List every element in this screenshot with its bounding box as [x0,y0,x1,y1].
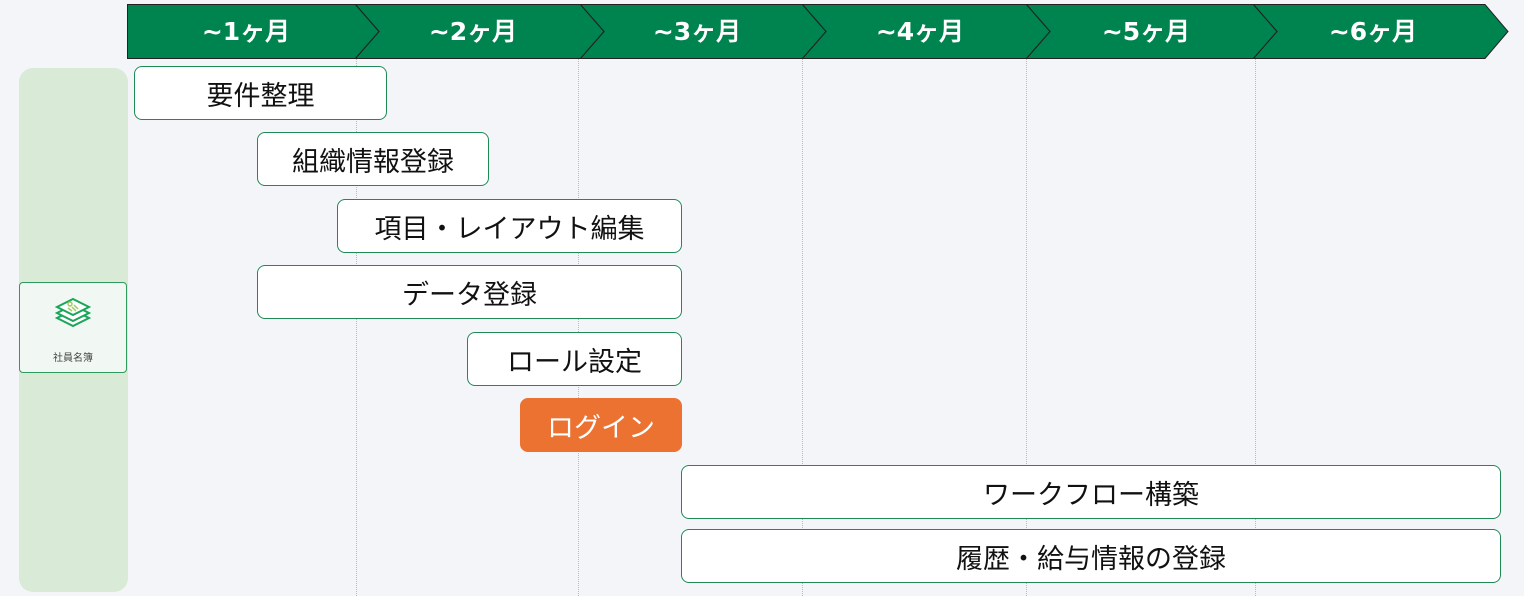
category-label: 社員名簿 [53,353,93,364]
task-bar[interactable]: ロール設定 [467,332,682,386]
task-bar[interactable]: 要件整理 [134,66,387,120]
month-label-4: ~4ヶ月 [875,17,965,46]
month-label-3: ~3ヶ月 [652,17,742,46]
task-bar[interactable]: ワークフロー構築 [681,465,1501,519]
task-bar[interactable]: 履歴・給与情報の登録 [681,529,1501,583]
category-card[interactable]: 社員名簿 [19,282,127,373]
stacked-documents-icon [54,297,92,328]
task-bar-highlighted[interactable]: ログイン [520,398,682,452]
month-divider [578,59,579,596]
month-divider [1026,59,1027,596]
month-label-1: ~1ヶ月 [201,17,291,46]
timeline-header [127,4,1509,59]
month-label-5: ~5ヶ月 [1101,17,1191,46]
month-divider [1255,59,1256,596]
task-bar[interactable]: データ登録 [257,265,682,319]
task-bar[interactable]: 組織情報登録 [257,132,489,186]
month-label-6: ~6ヶ月 [1328,17,1418,46]
month-divider [802,59,803,596]
month-label-2: ~2ヶ月 [428,17,518,46]
month-divider [356,59,357,596]
task-bar[interactable]: 項目・レイアウト編集 [337,199,682,253]
